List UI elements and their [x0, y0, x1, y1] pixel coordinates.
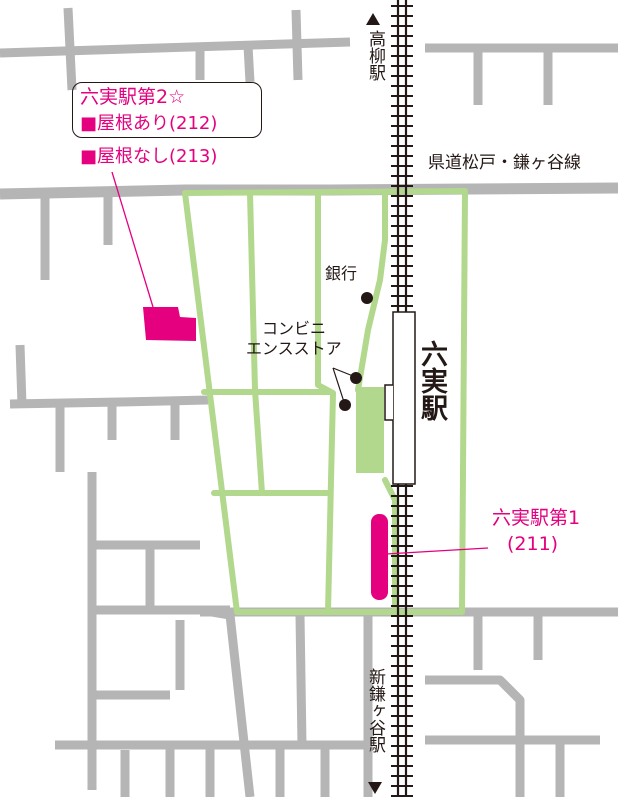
- north-arrow-icon: [366, 13, 380, 25]
- store-pointer-lines: [332, 367, 354, 403]
- parking-1-name: 六実駅第1: [492, 507, 581, 529]
- convenience-store-label-2: エンスストア: [246, 339, 342, 358]
- south-arrow-icon: [368, 782, 382, 794]
- convenience-store-label-1: コンビニ: [262, 319, 327, 338]
- road-name-label: 県道松戸・鎌ヶ谷線: [428, 153, 581, 173]
- parking-2-callout-box: [72, 82, 262, 138]
- station-plaza: [356, 387, 384, 473]
- parking-2-title: 六実駅第2☆: [80, 86, 186, 108]
- station-building: [392, 311, 416, 485]
- store-marker-1: [350, 372, 362, 384]
- bank-marker: [361, 292, 373, 304]
- bank-label: 銀行: [325, 264, 358, 283]
- parking-1-shape: [371, 514, 388, 600]
- store-marker-2: [339, 399, 351, 411]
- parking-2-without-roof: ■屋根なし(213): [80, 146, 218, 167]
- south-station-label: 新鎌ヶ谷駅: [365, 668, 385, 753]
- north-station-label: 高柳駅: [365, 30, 385, 81]
- parking-2-shape: [143, 307, 196, 341]
- parking-1-code: (211): [507, 533, 559, 555]
- station-name: 六実駅: [416, 340, 447, 421]
- parking-1-leader: [385, 547, 489, 555]
- parking-2-with-roof: ■屋根あり(212): [80, 113, 218, 134]
- station-area-blocks: [182, 188, 468, 615]
- parking-2-leader: [111, 171, 154, 308]
